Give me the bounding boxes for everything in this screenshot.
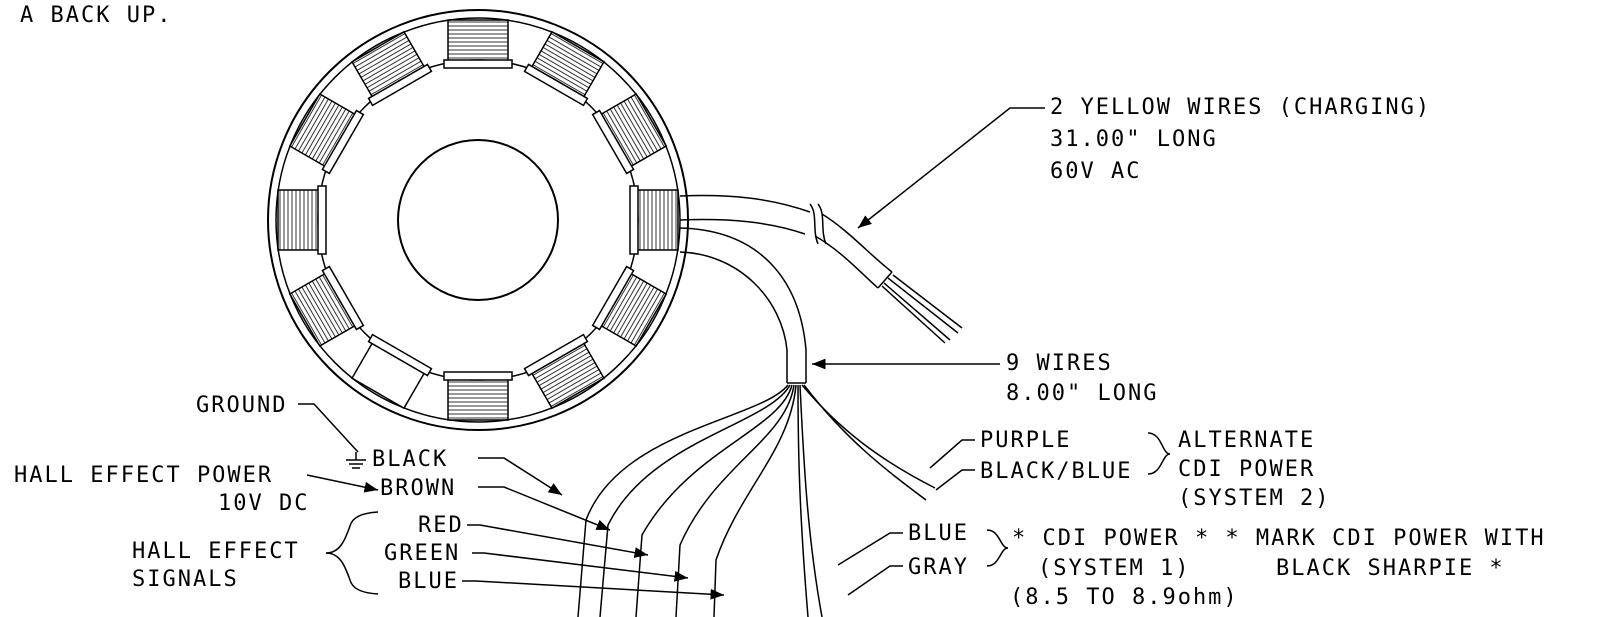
yellow-wires-length: 31.00" LONG	[1050, 127, 1218, 152]
alternate-cdi-label: CDI POWER	[1178, 457, 1315, 482]
brown-wire-label: BROWN	[380, 476, 456, 501]
stator-tooth	[443, 371, 513, 421]
cdi-system-label: (SYSTEM 1)	[1038, 556, 1190, 581]
yellow-wires-voltage: 60V AC	[1050, 159, 1141, 184]
hall-signals-label-2: SIGNALS	[132, 567, 239, 592]
stator-tooth	[591, 265, 668, 348]
stator	[267, 9, 689, 431]
stator-tooth	[523, 30, 606, 107]
ground-label: GROUND	[196, 393, 287, 418]
header-note: A BACK UP.	[20, 3, 172, 28]
cdi-power-label: * CDI POWER * * MARK CDI POWER WITH	[1012, 526, 1546, 551]
stator-tooth	[350, 30, 433, 107]
blue-hall-wire-label: BLUE	[398, 569, 459, 594]
stator-tooth	[629, 185, 679, 255]
sharpie-note-label: BLACK SHARPIE *	[1276, 556, 1505, 581]
red-wire-label: RED	[418, 513, 464, 538]
blue-cdi-wire-label: BLUE	[908, 521, 969, 546]
green-wire-label: GREEN	[384, 541, 460, 566]
stator-tooth	[277, 185, 327, 255]
purple-wire-label: PURPLE	[980, 428, 1071, 453]
nine-wires-length: 8.00" LONG	[1006, 381, 1158, 406]
hall-power-label: HALL EFFECT POWER	[14, 463, 273, 488]
yellow-wires-label: 2 YELLOW WIRES (CHARGING)	[1050, 95, 1431, 120]
stator-tooth	[523, 333, 606, 410]
alternate-label: ALTERNATE	[1178, 428, 1315, 453]
black-wire-label: BLACK	[372, 447, 448, 472]
hall-signals-label: HALL EFFECT	[132, 539, 300, 564]
nine-wire-cable	[679, 227, 807, 384]
wire-bundle	[577, 384, 936, 617]
stator-tooth	[443, 19, 513, 69]
stator-coils	[277, 19, 679, 421]
stator-tooth	[591, 92, 668, 175]
stator-tooth	[288, 92, 365, 175]
leader-lines	[298, 107, 1171, 600]
nine-wires-label: 9 WIRES	[1006, 351, 1113, 376]
black-blue-wire-label: BLACK/BLUE	[980, 459, 1132, 484]
hall-power-voltage: 10V DC	[218, 491, 309, 516]
alternate-system-label: (SYSTEM 2)	[1178, 486, 1330, 511]
gray-wire-label: GRAY	[908, 555, 969, 580]
yellow-wire-cable	[679, 194, 963, 344]
stator-tooth	[350, 333, 433, 410]
stator-tooth	[288, 265, 365, 348]
cdi-resistance-label: (8.5 TO 8.9ohm)	[1010, 585, 1239, 610]
